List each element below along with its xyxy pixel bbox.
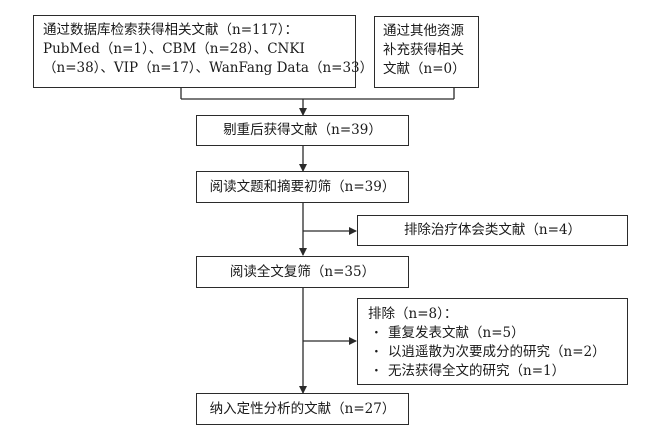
excluded-reason-item: 重复发表文献（n=5） <box>368 324 617 343</box>
database-search-line-1: 通过数据库检索获得相关文献（n=117）： <box>43 22 299 38</box>
deduplicated-label: 剔重后获得文献（n=39） <box>223 122 382 138</box>
fulltext-screening-label: 阅读全文复筛（n=35） <box>229 263 376 280</box>
title-abstract-screening-box: 阅读文题和摘要初筛（n=39） <box>196 171 409 203</box>
title-abstract-screening-label: 阅读文题和摘要初筛（n=39） <box>209 178 396 195</box>
database-search-box: 通过数据库检索获得相关文献（n=117）： PubMed（n=1）、CBM（n=… <box>33 15 374 88</box>
excluded-reason-item: 无法获得全文的研究（n=1） <box>368 362 617 381</box>
other-sources-line-2: 补充获得相关 <box>383 42 464 58</box>
fulltext-screening-box: 阅读全文复筛（n=35） <box>196 256 409 288</box>
included-studies-box: 纳入定性分析的文献（n=27） <box>196 393 409 425</box>
excluded-reason-item: 以逍遥散为次要成分的研究（n=2） <box>368 343 617 362</box>
excluded-fulltext-title: 排除（n=8）： <box>368 306 458 322</box>
deduplicated-box: 剔重后获得文献（n=39） <box>196 115 409 146</box>
other-sources-line-1: 通过其他资源 <box>383 23 464 39</box>
other-sources-line-3: 文献（n=0） <box>383 61 466 77</box>
excluded-treatment-box: 排除治疗体会类文献（n=4） <box>357 215 628 246</box>
excluded-fulltext-box: 排除（n=8）： 重复发表文献（n=5） 以逍遥散为次要成分的研究（n=2） 无… <box>357 298 628 385</box>
database-search-line-2: PubMed（n=1）、CBM（n=28）、CNKI <box>43 41 305 57</box>
included-studies-label: 纳入定性分析的文献（n=27） <box>209 400 396 417</box>
database-search-line-3: （n=38）、VIP（n=17）、WanFang Data（n=33） <box>43 60 374 76</box>
excluded-treatment-label: 排除治疗体会类文献（n=4） <box>403 222 582 238</box>
excluded-fulltext-list: 重复发表文献（n=5） 以逍遥散为次要成分的研究（n=2） 无法获得全文的研究（… <box>368 324 617 381</box>
other-sources-box: 通过其他资源 补充获得相关 文献（n=0） <box>374 16 479 88</box>
